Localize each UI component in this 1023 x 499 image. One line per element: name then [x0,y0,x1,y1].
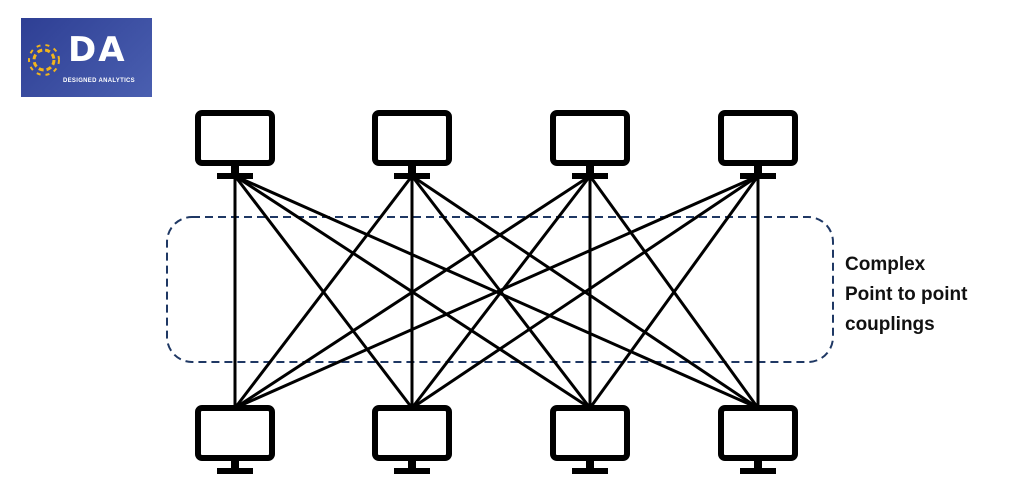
computer-4-monitor-icon [718,110,798,179]
coupling-boundary [166,216,834,363]
connection-line [588,175,760,409]
connection-line [234,174,759,410]
designed-analytics-logo: DA DESIGNED ANALYTICS [21,18,152,97]
connection-line [234,174,591,410]
connection-line [410,175,592,409]
connection-line [233,175,414,409]
caption: Complex Point to point couplings [845,250,967,340]
logo-mark: DA [68,30,127,70]
computer-8-monitor-icon [718,405,798,474]
computer-2-monitor-icon [372,110,452,179]
connection-line [411,174,759,410]
computer-7-monitor-icon [550,405,630,474]
caption-line-2: Point to point [845,284,968,305]
computer-3-monitor-icon [550,110,630,179]
logo-subtitle: DESIGNED ANALYTICS [63,78,135,84]
caption-line-3: couplings [845,314,935,335]
logo-emblem-icon [28,44,60,76]
computer-1-monitor-icon [195,110,275,179]
computer-6-monitor-icon [372,405,452,474]
computer-5-monitor-icon [195,405,275,474]
caption-line-1: Complex [845,254,926,275]
